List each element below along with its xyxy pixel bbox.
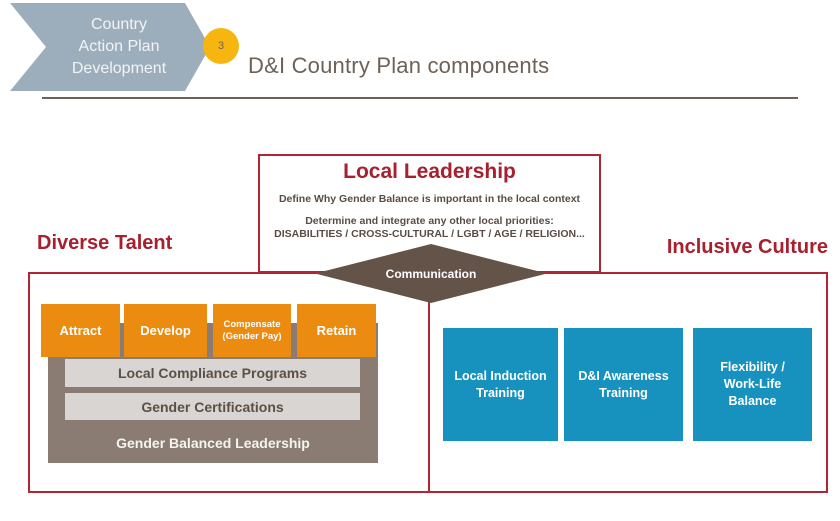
process-step-chevron: Country Action Plan Development [10, 3, 210, 91]
page-title: D&I Country Plan components [248, 53, 550, 78]
card-local-induction-training: Local Induction Training [443, 328, 558, 441]
diverse-talent-label: Diverse Talent [37, 232, 173, 254]
local-leadership-title: Local Leadership [343, 160, 516, 183]
pillar-compensate: Compensate (Gender Pay) [213, 304, 291, 357]
local-leadership-subtitle: Define Why Gender Balance is important i… [278, 193, 581, 205]
step-number-badge: 3 [203, 28, 239, 64]
gender-balanced-leadership-label: Gender Balanced Leadership [116, 435, 310, 451]
local-priorities-intro: Determine and integrate any other local … [305, 215, 554, 227]
local-priorities-list: DISABILITIES / CROSS-CULTURAL / LGBT / A… [274, 228, 585, 240]
container-divider-line [428, 272, 430, 493]
layer-gender-certifications: Gender Certifications [65, 393, 360, 420]
pillar-develop: Develop [124, 304, 207, 357]
layer-local-compliance-programs: Local Compliance Programs [65, 359, 360, 387]
card-flexibility-worklife-balance: Flexibility / Work-Life Balance [693, 328, 812, 441]
pillar-attract: Attract [41, 304, 120, 357]
communication-label: Communication [385, 266, 477, 281]
title-divider-line [42, 97, 798, 99]
inclusive-culture-label: Inclusive Culture [666, 236, 828, 258]
card-di-awareness-training: D&I Awareness Training [564, 328, 683, 441]
pillar-retain: Retain [297, 304, 376, 357]
